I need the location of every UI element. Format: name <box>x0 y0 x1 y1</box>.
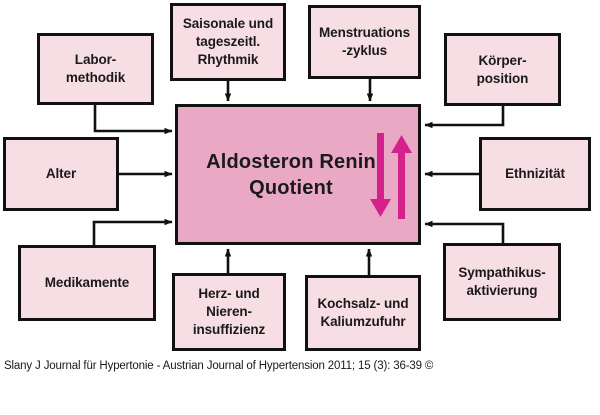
node-labormethodik[interactable]: Labor- methodik <box>37 33 154 105</box>
node-kochsalz-kaliumzufuhr[interactable]: Kochsalz- und Kaliumzufuhr <box>305 275 421 351</box>
connector-koerperposition-to-center <box>424 106 505 129</box>
source-caption: Slany J Journal für Hypertonie - Austria… <box>4 360 434 372</box>
node-aldosteron-renin-quotient[interactable]: Aldosteron Renin Quotient <box>175 104 421 245</box>
node-alter[interactable]: Alter <box>3 137 119 211</box>
node-sympathikusaktivierung[interactable]: Sympathikus- aktivierung <box>443 243 561 321</box>
node-medikamente[interactable]: Medikamente <box>18 245 156 321</box>
node-koerperposition[interactable]: Körper- position <box>444 33 561 106</box>
connector-sympathikus-to-center <box>424 220 505 243</box>
center-node-label: Aldosteron Renin Quotient <box>206 150 376 199</box>
node-herz-nieren-insuffizienz[interactable]: Herz- und Nieren- insuffizienz <box>172 273 286 351</box>
node-menstruationszyklus[interactable]: Menstruations -zyklus <box>308 5 421 79</box>
node-ethnizitaet[interactable]: Ethnizität <box>479 137 591 211</box>
connector-labormethodik-to-center <box>93 105 173 135</box>
node-saisonale-rhythmik[interactable]: Saisonale und tageszeitl. Rhythmik <box>170 3 286 81</box>
connector-medikamente-to-center <box>92 218 173 245</box>
